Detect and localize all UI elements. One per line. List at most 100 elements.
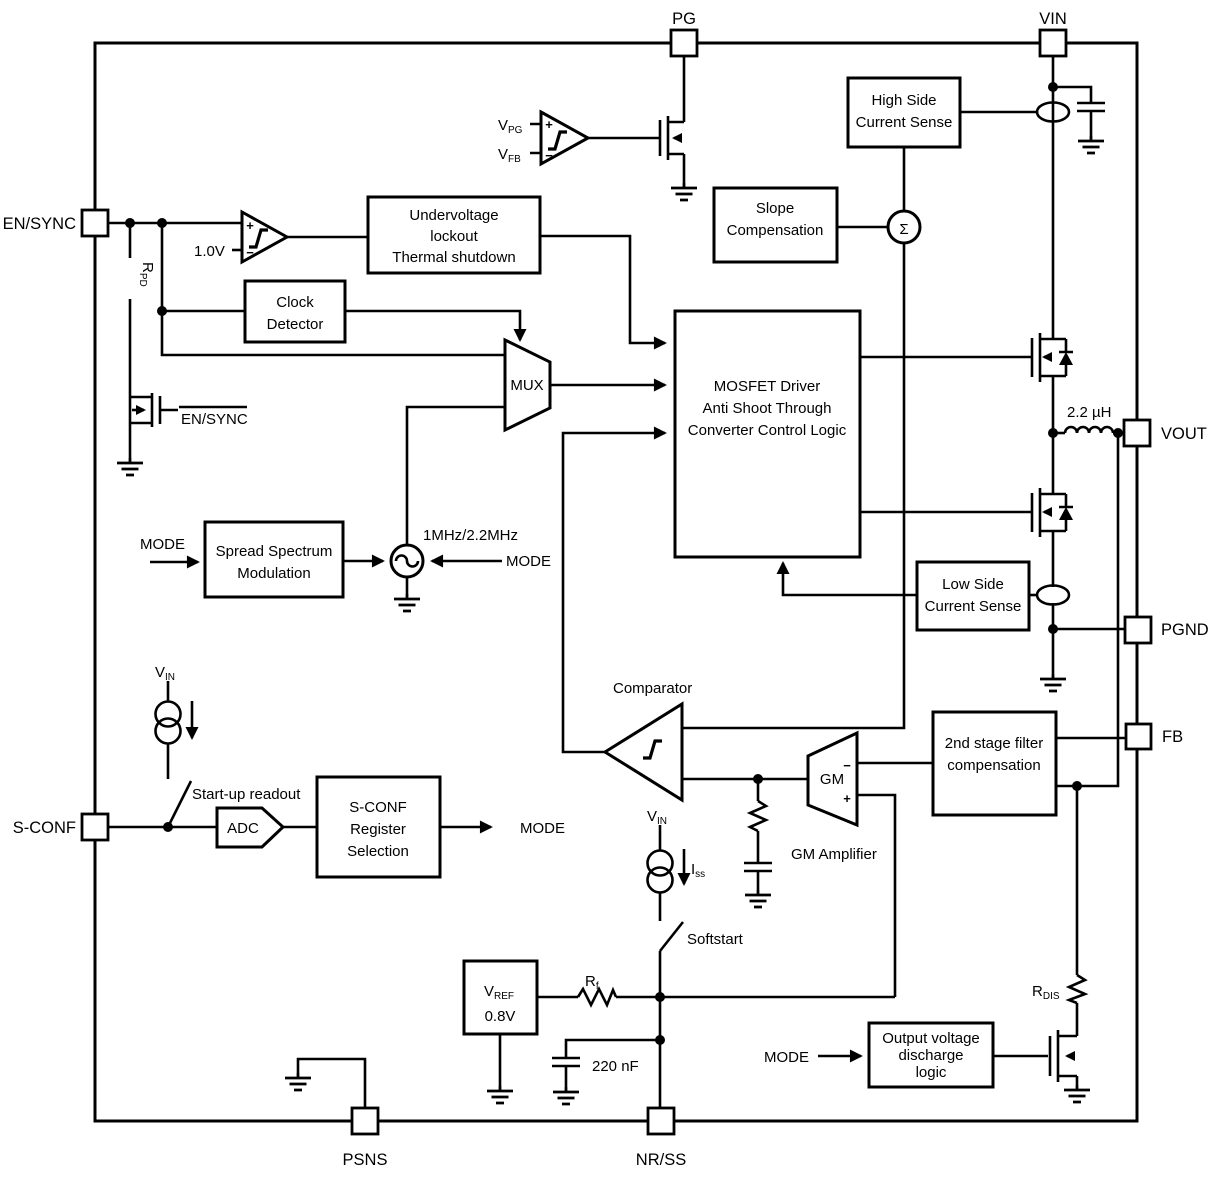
ref-1v-label: 1.0V <box>194 243 225 260</box>
high-side-sense-probe <box>1035 101 1071 123</box>
frequency-label: 1MHz/2.2MHz <box>423 527 518 544</box>
block-text: MOSFET Driver <box>714 378 820 395</box>
stubs <box>1058 1034 1077 1078</box>
wire-psns <box>296 1057 367 1108</box>
block-second-stage-filter <box>931 710 1058 817</box>
block-undervoltage-lockout <box>366 195 542 275</box>
block-vref <box>462 959 539 1036</box>
block-text: Detector <box>267 316 324 333</box>
junction-dot <box>655 992 665 1002</box>
pin-label-pg: PG <box>672 10 696 28</box>
block-text: Modulation <box>237 565 310 582</box>
junction-dot <box>157 306 167 316</box>
rf-sub: f <box>596 981 599 992</box>
wire-gm-plus <box>857 793 897 997</box>
mosfet-pg <box>658 116 684 160</box>
gm-amplifier-label: GM Amplifier <box>791 846 877 863</box>
pg-comparator <box>539 109 592 167</box>
gm-plus-sign: + <box>843 791 851 806</box>
vin-sub: IN <box>165 672 175 683</box>
vin-sub: IN <box>657 816 667 827</box>
rf-main: R <box>585 973 596 990</box>
junction-dot <box>655 1035 665 1045</box>
pin-vin <box>1038 28 1068 58</box>
startup-readout-label: Start-up readout <box>192 786 301 803</box>
block-text: 2nd stage filter <box>945 735 1043 752</box>
iss-label: Iss <box>691 861 705 880</box>
mosfet-discharge <box>1048 1030 1079 1085</box>
block-mosfet-driver <box>673 309 862 559</box>
vfb-sub: FB <box>508 154 521 165</box>
block-text: Output voltage <box>882 1030 980 1047</box>
block-text: S-CONF <box>349 799 407 816</box>
junction-dot <box>1048 624 1058 634</box>
block-sconf-register <box>315 775 442 879</box>
pin-nr-ss <box>646 1106 676 1136</box>
inductor-label: 2.2 µH <box>1067 404 1112 421</box>
vpg-label: VPG <box>498 117 523 136</box>
rf-label: Rf <box>585 973 599 992</box>
pin-pgnd <box>1123 615 1153 645</box>
en-comp-plus: + <box>246 218 254 233</box>
block-text: Register <box>350 821 406 838</box>
mux-label: MUX <box>510 377 543 394</box>
switch-startup <box>166 780 193 828</box>
vref-symbol: V <box>484 983 494 1000</box>
pin-label-s-conf: S-CONF <box>13 819 76 837</box>
mode-label-register: MODE <box>520 820 565 837</box>
pin-label-vin: VIN <box>1039 10 1067 28</box>
block-text: Clock <box>276 294 314 311</box>
vfb-label: VFB <box>498 146 521 165</box>
block-text: Spread Spectrum <box>216 543 333 560</box>
junction-dot <box>1072 781 1082 791</box>
pin-pg <box>669 28 699 58</box>
vpg-sub: PG <box>508 125 523 136</box>
mux-symbol <box>503 337 552 433</box>
block-text: compensation <box>947 757 1040 774</box>
junction-dots <box>125 82 1123 1045</box>
block-text: Compensation <box>727 222 824 239</box>
vin-main: V <box>647 808 657 825</box>
block-text: Undervoltage <box>409 207 498 224</box>
junction-dot <box>1048 82 1058 92</box>
block-text: Slope <box>756 200 794 217</box>
block-text: lockout <box>430 228 478 245</box>
pwm-comparator <box>602 701 684 803</box>
startup-current-source <box>154 700 182 745</box>
adc-label: ADC <box>227 820 259 837</box>
resistor-rf <box>576 986 618 1009</box>
block-text: Thermal shutdown <box>392 249 515 266</box>
softstart-current-source <box>646 849 674 894</box>
pin-label-vout: VOUT <box>1161 425 1207 443</box>
iss-main: I <box>691 861 695 878</box>
wire-clock-to-mux <box>345 309 527 342</box>
vin-source-label: VIN <box>155 664 175 683</box>
softstart-label: Softstart <box>687 931 744 948</box>
vpg-main: V <box>498 117 508 134</box>
junction-dot <box>1048 428 1058 438</box>
adc-symbol <box>215 806 286 849</box>
block-clock-detector <box>243 279 347 344</box>
block-text: discharge <box>898 1047 963 1064</box>
capacitor-comp <box>744 861 772 873</box>
stubs <box>1040 492 1066 533</box>
pin-label-fb: FB <box>1162 728 1183 746</box>
pin-label-pgnd: PGND <box>1161 621 1209 639</box>
junction-dot <box>125 218 135 228</box>
block-high-side-current-sense <box>846 76 962 149</box>
capacitor-input <box>1077 101 1105 113</box>
wire <box>160 223 505 357</box>
wire-uvlo-to-driver <box>540 234 667 350</box>
block-text: Converter Control Logic <box>688 422 847 439</box>
rdis-label: RDIS <box>1032 983 1060 1002</box>
rdis-sub: DIS <box>1043 991 1060 1002</box>
current-source-circle <box>646 866 674 894</box>
pin-en-sync <box>80 208 110 238</box>
block-text: High Side <box>871 92 936 109</box>
pg-comp-minus: − <box>545 148 553 163</box>
wire-comp-to-driver <box>561 426 667 754</box>
capacitor-220nf <box>552 1056 580 1068</box>
en-sync-gate-label: EN/SYNC <box>181 411 248 428</box>
